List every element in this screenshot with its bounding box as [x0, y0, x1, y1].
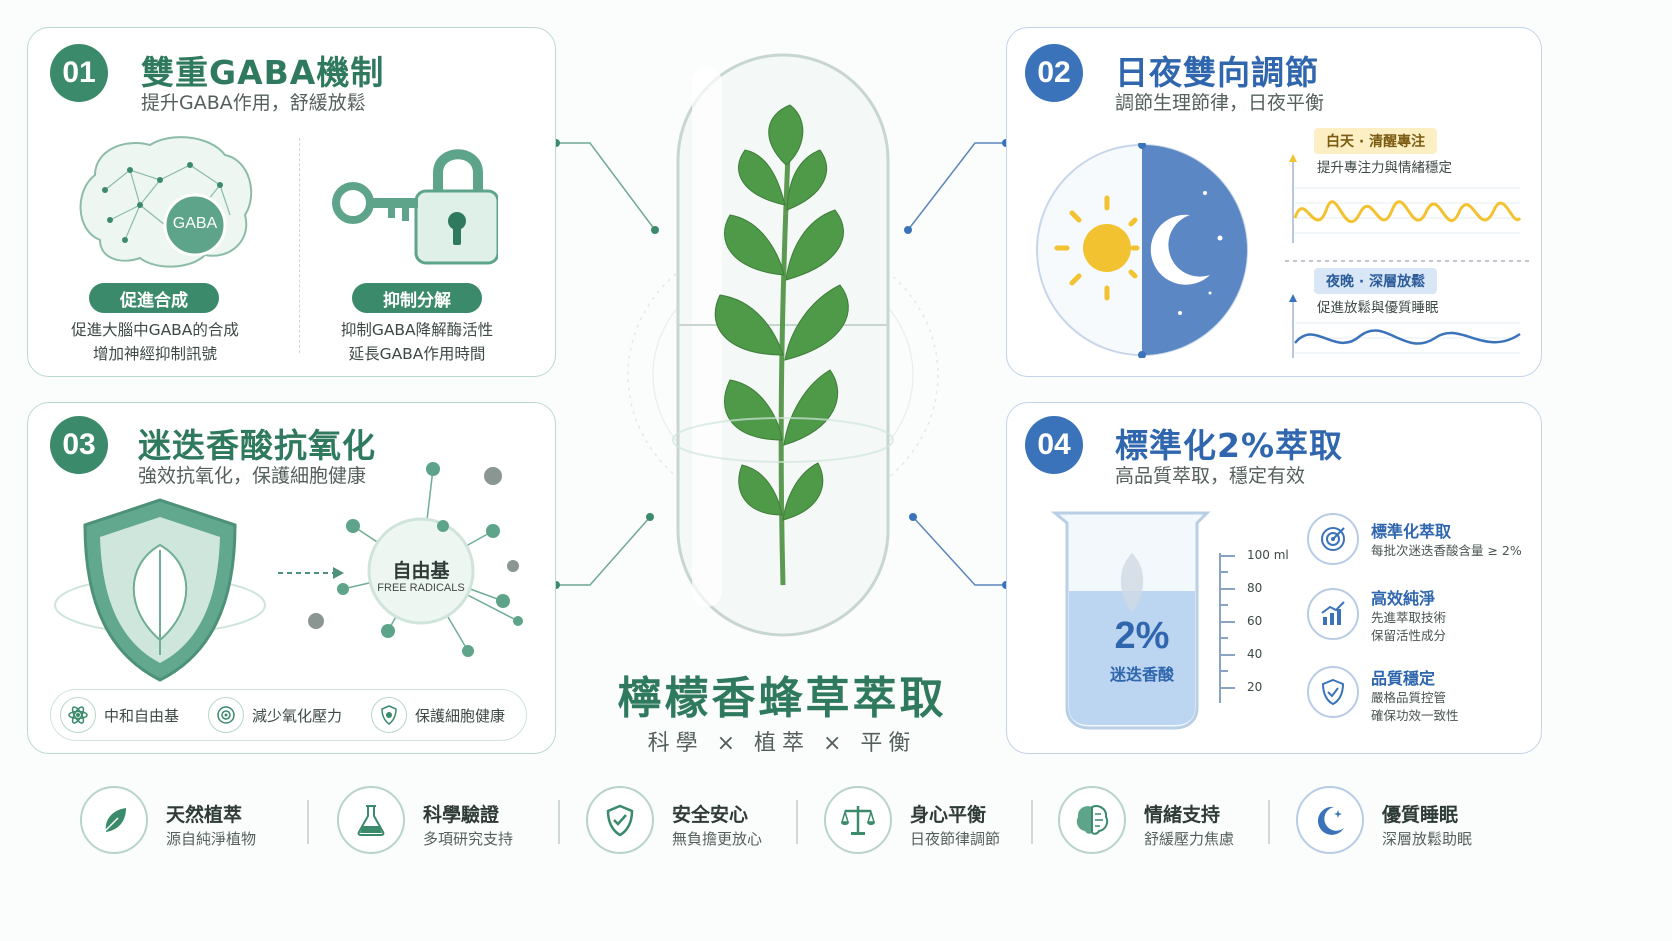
shield-check-icon	[586, 786, 654, 854]
flask-icon	[337, 786, 405, 854]
scale-80: 80	[1247, 581, 1263, 595]
synthesis-pill: 促進合成	[89, 283, 219, 313]
feature-desc: 每批次迷迭香酸含量 ≥ 2%	[1371, 543, 1522, 558]
brain-icon	[1058, 786, 1126, 854]
beaker-scale	[1219, 553, 1235, 703]
beaker-icon	[1050, 511, 1211, 730]
chip-reduce-stress: 減少氧化壓力	[208, 693, 342, 737]
rhythm-waves	[1285, 154, 1530, 358]
beaker-percent: 2%	[1114, 615, 1170, 657]
product-subtitle: 科學 × 植萃 × 平衡	[647, 731, 917, 756]
product-title: 檸檬香蜂草萃取	[617, 673, 947, 724]
scale-20: 20	[1247, 680, 1263, 694]
arrow-to-radical	[278, 567, 344, 579]
panel-number-badge: 04	[1025, 416, 1083, 474]
target-icon	[1307, 513, 1359, 565]
capsule-illustration	[627, 53, 939, 637]
panel-subtitle: 高品質萃取，穩定有效	[1115, 465, 1306, 487]
chip-neutralize: 中和自由基	[60, 693, 179, 737]
panel-antioxidant: 03 迷迭香酸抗氧化 強效抗氧化，保護細胞健康 自由基 FREE RADICAL…	[27, 402, 556, 754]
panel-title: 日夜雙向調節	[1115, 53, 1319, 92]
benefit-title: 安全安心	[672, 804, 749, 826]
panel-gaba-mechanism: 01 雙重GABA機制 提升GABA作用，舒緩放鬆 GABA 促進合成 促進大腦…	[27, 27, 556, 377]
feature-title: 標準化萃取	[1371, 522, 1452, 541]
benefit-title: 優質睡眠	[1382, 804, 1459, 826]
benefit-title: 情緒支持	[1144, 804, 1221, 826]
benefit-desc: 日夜節律調節	[910, 830, 1001, 848]
feature-desc: 嚴格品質控管	[1371, 690, 1447, 705]
inhibit-desc: 抑制GABA降解酶活性 延長GABA作用時間	[340, 321, 494, 363]
day-desc: 提升專注力與情緒穩定	[1317, 160, 1452, 176]
benefit-desc: 深層放鬆助眠	[1382, 830, 1473, 848]
beaker-label: 迷迭香酸	[1109, 665, 1174, 684]
shield-icon	[371, 697, 407, 733]
radical-label: 自由基	[392, 560, 450, 582]
synthesis-desc: 促進大腦中GABA的合成 增加神經抑制訊號	[71, 321, 239, 363]
brain-network-icon	[79, 136, 253, 268]
feature-desc: 保留活性成分	[1371, 628, 1447, 643]
panel-day-night: 02 日夜雙向調節 調節生理節律，日夜平衡 白天 · 清醒專注 提升專注力與情緒…	[1006, 27, 1542, 377]
panel-subtitle: 調節生理節律，日夜平衡	[1115, 92, 1325, 114]
brain-gaba-label: GABA	[172, 215, 218, 232]
night-tag: 夜晚 · 深層放鬆	[1314, 268, 1438, 294]
feature-title: 高效純淨	[1371, 589, 1436, 608]
cell-icon	[208, 697, 244, 733]
panel-number-badge: 03	[50, 416, 108, 474]
scale-icon	[824, 786, 892, 854]
panel-title: 標準化2%萃取	[1115, 426, 1344, 465]
panel-title: 雙重GABA機制	[141, 53, 385, 92]
moon-icon	[1296, 786, 1364, 854]
chip-protect-cells: 保護細胞健康	[371, 693, 505, 737]
benefit-title: 天然植萃	[166, 804, 243, 826]
feature-title: 品質穩定	[1371, 669, 1436, 688]
benefit-title: 科學驗證	[423, 804, 500, 826]
feature-desc: 確保功效一致性	[1371, 708, 1459, 723]
panel-number-badge: 01	[50, 44, 108, 102]
panel-number-badge: 02	[1025, 44, 1083, 102]
leaf-icon	[80, 786, 148, 854]
benefit-desc: 舒緩壓力焦慮	[1144, 830, 1235, 848]
chart-up-icon	[1307, 588, 1359, 640]
panel-subtitle: 提升GABA作用，舒緩放鬆	[141, 92, 366, 114]
benefit-desc: 源自純淨植物	[166, 830, 257, 848]
inhibit-pill: 抑制分解	[352, 283, 482, 313]
feature-desc: 先進萃取技術	[1371, 610, 1447, 625]
benefit-title: 身心平衡	[910, 804, 987, 826]
antioxidant-chip-row	[50, 689, 527, 741]
day-tag: 白天 · 清醒專注	[1314, 128, 1438, 154]
panel-title: 迷迭香酸抗氧化	[138, 426, 376, 465]
panel-subtitle: 強效抗氧化，保護細胞健康	[138, 465, 367, 487]
leaf-shield-icon	[54, 498, 266, 682]
sun-moon-icon	[1036, 143, 1248, 358]
night-desc: 促進放鬆與優質睡眠	[1317, 300, 1439, 316]
scale-60: 60	[1247, 614, 1263, 628]
benefit-desc: 多項研究支持	[423, 830, 514, 848]
panel-extraction: 04 標準化2%萃取 高品質萃取，穩定有效 2% 迷迭香酸 100 ml 80 …	[1006, 402, 1542, 754]
free-radical-icon	[308, 462, 523, 657]
shield-check-icon	[1307, 666, 1359, 718]
scale-100: 100 ml	[1247, 548, 1289, 562]
key-lock-icon	[332, 149, 498, 265]
atom-icon	[60, 697, 96, 733]
scale-40: 40	[1247, 647, 1263, 661]
radical-label-en: FREE RADICALS	[377, 582, 465, 594]
benefit-desc: 無負擔更放心	[672, 830, 763, 848]
